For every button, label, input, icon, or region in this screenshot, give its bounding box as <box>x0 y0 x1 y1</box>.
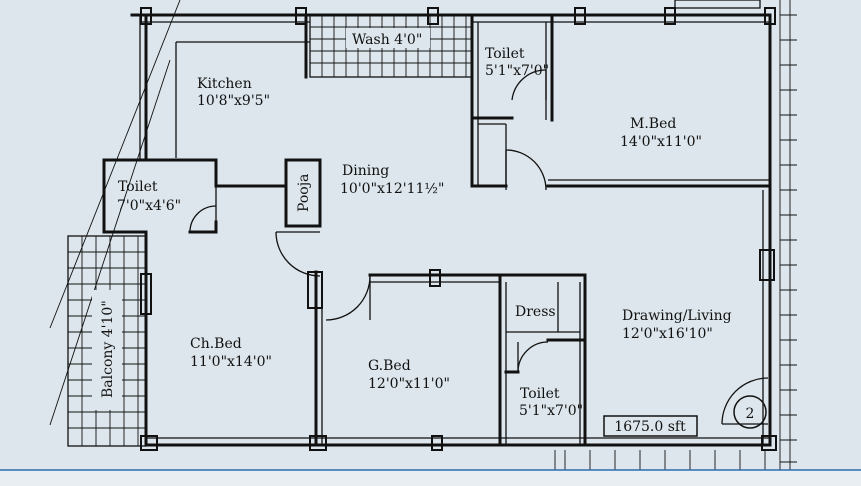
room-label-toilet-top: Toilet <box>485 46 525 62</box>
walls <box>102 13 772 447</box>
area-box <box>603 415 698 437</box>
construction-line <box>49 0 181 329</box>
room-label-living: Drawing/Living <box>622 308 732 324</box>
room-size-gbed: 12'0"x11'0" <box>368 376 450 392</box>
room-label-gbed: G.Bed <box>368 358 411 374</box>
area-label: 1675.0 sft <box>614 419 686 435</box>
right-hatch <box>554 0 797 470</box>
room-label-pooja: Pooja <box>296 174 312 212</box>
room-size-dining: 10'0"x12'11½" <box>340 181 444 197</box>
footer-band <box>0 470 861 486</box>
room-label-toilet-left: Toilet <box>118 179 158 195</box>
room-size-chbed: 11'0"x14'0" <box>190 354 272 370</box>
room-size-toilet-left: 7'0"x4'6" <box>117 198 181 214</box>
room-label-toilet-bottom: Toilet <box>520 386 560 402</box>
window-frame <box>674 0 761 9</box>
room-size-toilet-top: 5'1"x7'0" <box>485 63 549 79</box>
balcony-hatch <box>67 235 147 447</box>
room-size-toilet-bottom: 5'1"x7'0" <box>519 403 583 419</box>
room-label-chbed: Ch.Bed <box>190 336 242 352</box>
doors <box>189 69 769 425</box>
unit-number: 2 <box>746 406 755 422</box>
room-size-mbed: 14'0"x11'0" <box>620 134 702 150</box>
columns <box>130 7 777 451</box>
room-label-dress: Dress <box>515 304 556 320</box>
room-label-kitchen: Kitchen <box>197 76 252 92</box>
room-size-living: 12'0"x16'10" <box>622 326 713 342</box>
room-label-wash: Wash 4'0" <box>352 32 422 48</box>
unit-circle <box>733 395 767 429</box>
room-label-mbed: M.Bed <box>630 116 676 132</box>
room-label-dining: Dining <box>342 163 389 179</box>
room-size-kitchen: 10'8"x9'5" <box>197 93 270 109</box>
room-label-balcony: Balcony 4'10" <box>100 300 116 398</box>
